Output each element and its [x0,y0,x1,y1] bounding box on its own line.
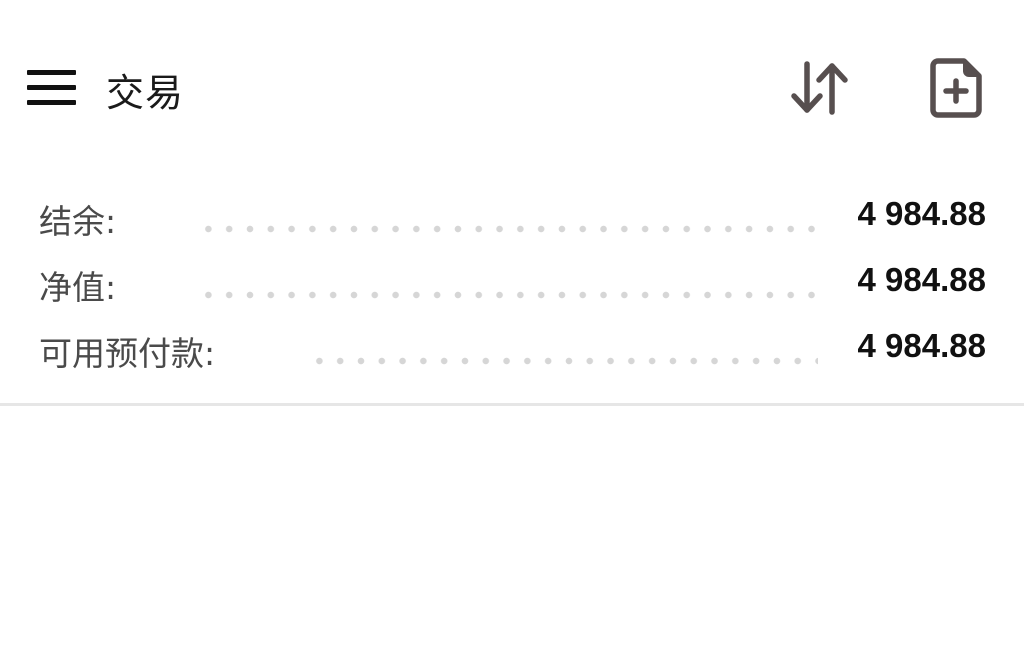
balance-label: 结余: [39,202,117,241]
menu-button[interactable] [27,70,77,106]
dot-leader [309,357,818,365]
balance-value: 4 984.88 [857,195,986,232]
equity-value: 4 984.88 [857,261,986,298]
free-margin-value: 4 984.88 [857,327,986,364]
new-order-button[interactable] [923,55,989,121]
sort-button[interactable] [787,55,853,121]
divider [0,403,1024,406]
summary-row-free-margin: 可用预付款: 4 984.88 [0,327,1024,387]
summary-row-balance: 结余: 4 984.88 [0,195,1024,255]
page-title: 交易 [106,71,185,115]
file-plus-icon [930,58,982,118]
sort-arrows-icon [791,61,848,115]
free-margin-label: 可用预付款: [39,334,216,373]
dot-leader [198,291,818,299]
summary-row-equity: 净值: 4 984.88 [0,261,1024,321]
dot-leader [198,225,818,233]
top-app-bar: 交易 [0,0,1024,175]
equity-label: 净值: [39,268,117,307]
